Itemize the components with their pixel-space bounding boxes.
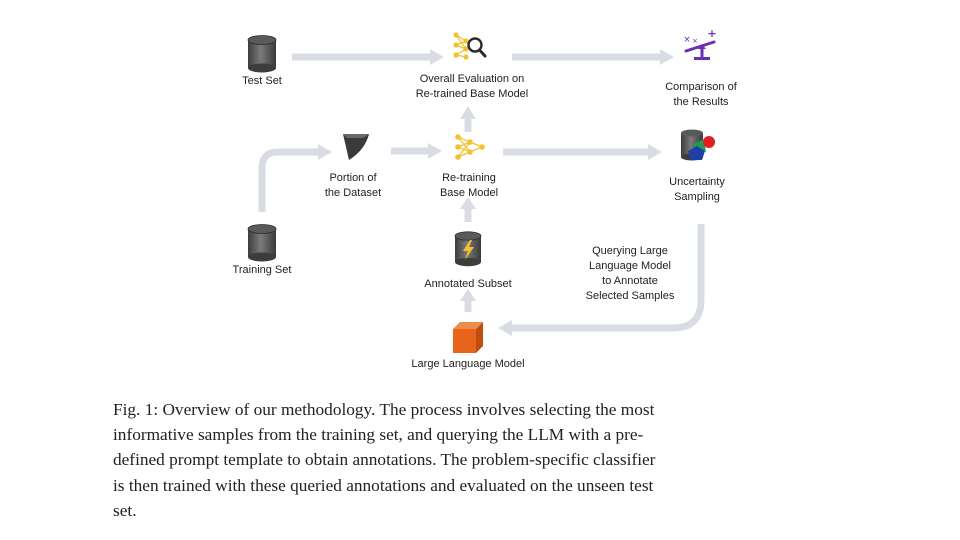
label-large-language-model: Large Language Model <box>411 358 525 370</box>
arrowheads <box>318 49 674 336</box>
label-llm-query: Querying Large Language Model to Annotat… <box>585 245 675 302</box>
arrowhead-retraining <box>428 143 442 159</box>
arrow-trainingset-to-portion <box>258 148 318 212</box>
arrowhead-uncertainty <box>648 144 662 160</box>
arrowhead-evaluation <box>430 49 444 65</box>
database-shapes-icon <box>681 129 715 161</box>
label-portion-of-dataset: Portion of the Dataset <box>324 172 382 199</box>
label-uncertainty-sampling: Uncertainty Sampling <box>669 176 725 203</box>
caption-line: defined prompt template to obtain annota… <box>113 450 656 470</box>
svg-text:+: + <box>707 27 716 40</box>
caption-line: is then trained with these queried annot… <box>113 475 654 495</box>
arrow-uncertainty-to-llm <box>512 224 705 332</box>
methodology-diagram: × × + <box>247 27 717 353</box>
arrows <box>258 53 705 332</box>
arrowhead-annotated-up <box>460 289 476 301</box>
label-retraining-base-model: Re-training Base Model <box>439 172 499 199</box>
caption-line: set. <box>113 500 137 520</box>
orange-cube-icon <box>453 322 483 353</box>
neural-network-magnifier-icon <box>453 32 487 60</box>
database-cylinder-icon <box>247 224 277 262</box>
label-test-set: Test Set <box>242 75 282 87</box>
database-lightning-icon <box>454 231 482 267</box>
arrowhead-retraining-up <box>460 197 476 209</box>
label-training-set: Training Set <box>232 264 292 276</box>
caption-line: Fig. 1: Overview of our methodology. The… <box>113 400 655 419</box>
svg-text:×: × <box>683 35 691 45</box>
database-cylinder-icon <box>247 35 277 73</box>
svg-text:×: × <box>692 37 698 45</box>
label-overall-evaluation: Overall Evaluation on Re-trained Base Mo… <box>415 73 529 100</box>
arrowhead-portion <box>318 144 332 160</box>
figure-caption: Fig. 1: Overview of our methodology. The… <box>113 397 859 523</box>
arrowhead-evaluation-up <box>460 106 476 119</box>
arrowhead-llm <box>498 320 512 336</box>
seesaw-balance-icon: × × + <box>683 27 717 60</box>
label-annotated-subset: Annotated Subset <box>424 278 512 290</box>
arrowhead-comparison <box>660 49 674 65</box>
caption-line: informative samples from the training se… <box>113 425 644 445</box>
label-comparison: Comparison of the Results <box>665 81 737 108</box>
pie-slice-icon <box>343 134 369 160</box>
neural-network-icon <box>455 134 485 160</box>
